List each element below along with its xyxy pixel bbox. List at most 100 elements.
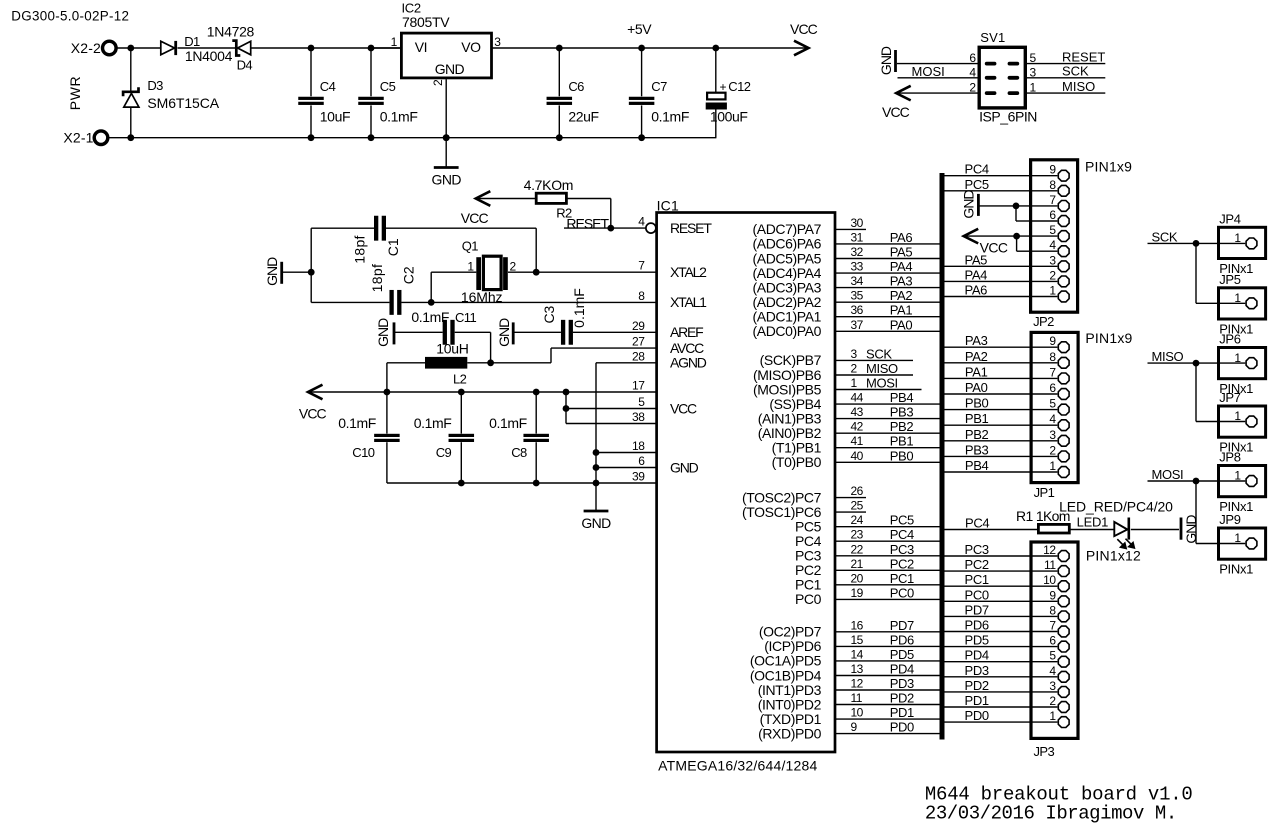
svg-text:PB4: PB4 (965, 458, 989, 473)
svg-text:(OC1B)PD4: (OC1B)PD4 (750, 667, 822, 683)
svg-text:PINx1: PINx1 (1219, 499, 1253, 514)
svg-text:PA6: PA6 (965, 283, 988, 298)
svg-text:33: 33 (851, 260, 864, 274)
svg-text:(ADC4)PA4: (ADC4)PA4 (753, 265, 822, 281)
svg-text:(ADC3)PA3: (ADC3)PA3 (753, 279, 822, 295)
svg-text:AVCC: AVCC (670, 340, 704, 356)
svg-text:XTAL2: XTAL2 (670, 264, 707, 280)
svg-text:+5V: +5V (627, 21, 652, 37)
svg-text:C12: C12 (728, 79, 750, 94)
svg-text:35: 35 (851, 289, 864, 303)
svg-text:1: 1 (1234, 351, 1241, 365)
svg-text:1: 1 (1049, 284, 1056, 298)
svg-text:PB1: PB1 (890, 434, 914, 449)
svg-text:MISO: MISO (1062, 79, 1095, 94)
svg-text:7: 7 (1049, 619, 1056, 633)
svg-text:VCC: VCC (790, 21, 818, 37)
svg-text:JP7: JP7 (1219, 390, 1241, 405)
svg-text:1: 1 (467, 259, 474, 273)
svg-text:PC5: PC5 (795, 519, 822, 535)
svg-text:ATMEGA16/32/644/1284: ATMEGA16/32/644/1284 (658, 758, 817, 774)
svg-text:PD1: PD1 (965, 693, 989, 708)
svg-text:PC5: PC5 (965, 177, 989, 192)
svg-text:2: 2 (851, 362, 858, 376)
svg-text:1: 1 (1049, 709, 1056, 723)
svg-text:100uF: 100uF (710, 108, 748, 124)
svg-text:SCK: SCK (1152, 229, 1178, 244)
svg-text:C3: C3 (541, 305, 557, 323)
svg-text:(ADC2)PA2: (ADC2)PA2 (753, 294, 822, 310)
svg-text:C8: C8 (511, 445, 527, 460)
svg-text:1: 1 (851, 376, 858, 390)
svg-text:PA3: PA3 (890, 274, 913, 289)
svg-text:18: 18 (632, 439, 645, 453)
svg-text:PA0: PA0 (890, 317, 913, 332)
svg-text:19: 19 (851, 586, 864, 600)
svg-text:(SCK)PB7: (SCK)PB7 (760, 352, 822, 368)
svg-text:PB1: PB1 (965, 411, 989, 426)
svg-text:PD4: PD4 (965, 648, 989, 663)
svg-text:0.1mF: 0.1mF (571, 288, 587, 328)
svg-text:PC4: PC4 (795, 533, 822, 549)
svg-text:PC3: PC3 (965, 542, 989, 557)
svg-text:1: 1 (1234, 469, 1241, 483)
svg-text:3: 3 (494, 35, 501, 49)
svg-text:PA3: PA3 (965, 333, 988, 348)
svg-text:C10: C10 (352, 445, 374, 460)
svg-text:15: 15 (851, 633, 864, 647)
svg-text:6: 6 (1049, 208, 1056, 222)
svg-text:JP2: JP2 (1033, 314, 1054, 329)
svg-text:DG300-5.0-02P-12: DG300-5.0-02P-12 (11, 9, 129, 24)
svg-text:C5: C5 (380, 79, 396, 94)
svg-text:(T1)PB1: (T1)PB1 (772, 440, 822, 456)
svg-text:31: 31 (851, 230, 864, 244)
svg-text:42: 42 (851, 420, 864, 434)
svg-text:(AIN0)PB2: (AIN0)PB2 (758, 425, 822, 441)
svg-text:(INT1)PD3: (INT1)PD3 (758, 682, 822, 698)
svg-text:14: 14 (851, 647, 864, 661)
svg-text:4: 4 (1049, 664, 1056, 678)
svg-text:MOSI: MOSI (1152, 467, 1184, 482)
svg-text:D3: D3 (147, 78, 163, 93)
svg-text:5: 5 (1030, 51, 1037, 65)
svg-text:5: 5 (1049, 649, 1056, 663)
svg-text:PINx1: PINx1 (1219, 440, 1253, 455)
svg-text:44: 44 (851, 391, 864, 405)
svg-text:16Mhz: 16Mhz (461, 289, 503, 305)
svg-text:PC1: PC1 (965, 572, 989, 587)
svg-text:PIN1x12: PIN1x12 (1086, 547, 1141, 563)
svg-text:PA5: PA5 (890, 245, 913, 260)
svg-text:JP8: JP8 (1219, 450, 1241, 465)
svg-text:4: 4 (638, 215, 645, 229)
svg-text:PC0: PC0 (890, 585, 914, 600)
svg-text:PC0: PC0 (965, 587, 989, 602)
svg-text:39: 39 (632, 470, 645, 484)
svg-text:R2: R2 (556, 206, 572, 221)
svg-text:1: 1 (1234, 291, 1241, 305)
svg-text:(RXD)PD0: (RXD)PD0 (758, 725, 822, 741)
svg-text:PD0: PD0 (965, 708, 989, 723)
svg-text:7: 7 (638, 259, 645, 273)
svg-text:29: 29 (632, 319, 645, 333)
svg-text:PC4: PC4 (965, 162, 989, 177)
svg-text:C2: C2 (401, 266, 417, 284)
svg-text:(SS)PB4: (SS)PB4 (769, 396, 821, 412)
svg-text:32: 32 (851, 245, 864, 259)
svg-text:2: 2 (510, 259, 517, 273)
svg-text:PB4: PB4 (890, 390, 914, 405)
svg-text:16: 16 (851, 618, 864, 632)
svg-text:MOSI: MOSI (912, 64, 945, 79)
svg-text:PB3: PB3 (965, 442, 989, 457)
svg-text:(TOSC1)PC6: (TOSC1)PC6 (742, 504, 822, 520)
svg-text:30: 30 (851, 216, 864, 230)
svg-text:5: 5 (638, 395, 645, 409)
svg-text:GND: GND (496, 318, 512, 347)
svg-text:MOSI: MOSI (866, 376, 898, 391)
svg-text:PC2: PC2 (890, 556, 914, 571)
svg-text:PD6: PD6 (890, 632, 914, 647)
svg-text:LED_RED/PC4/20: LED_RED/PC4/20 (1059, 499, 1173, 515)
svg-text:PD3: PD3 (965, 663, 989, 678)
svg-text:5: 5 (1049, 397, 1056, 411)
svg-text:PC1: PC1 (795, 577, 822, 593)
svg-text:PA1: PA1 (965, 364, 988, 379)
